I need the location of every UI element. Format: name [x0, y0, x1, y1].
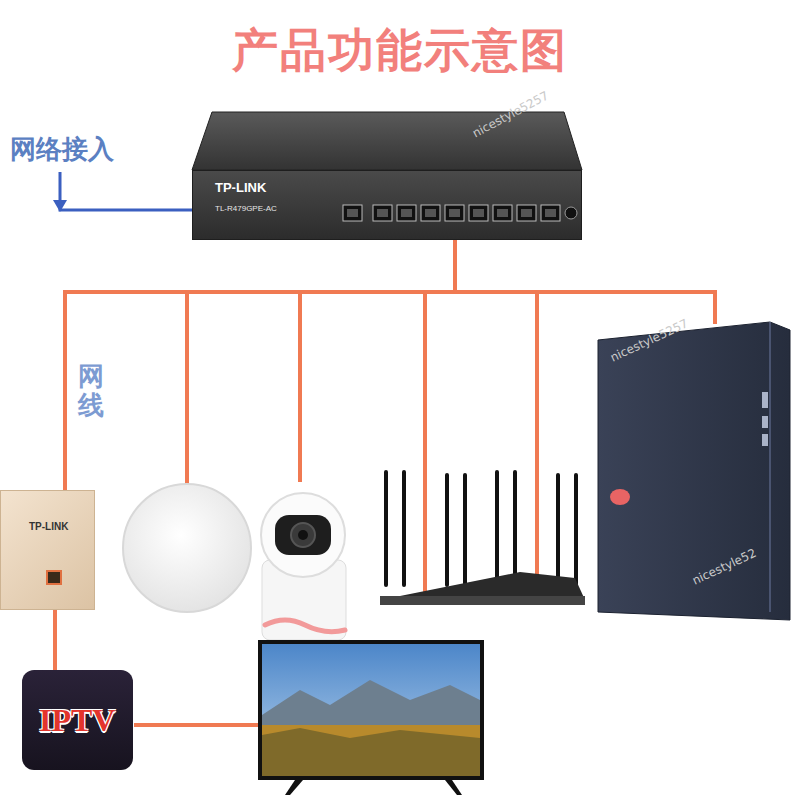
brand-text: TP-LINK: [29, 521, 68, 532]
brand-text: TP-LINK: [215, 180, 266, 195]
cable-connector: [65, 240, 455, 490]
router-top: [192, 112, 582, 170]
cable-label: 网线: [78, 362, 104, 419]
iptv-box: IPTV: [22, 670, 133, 770]
router-front-panel: TP-LINK TL-R479GPE-AC: [192, 170, 582, 240]
cable-line: [53, 610, 57, 670]
television: [258, 640, 484, 795]
camera: [261, 493, 346, 640]
wireless-router: [380, 472, 585, 605]
cable-connector: [55, 610, 56, 670]
panel-port: [1, 491, 96, 611]
cable-line: [65, 240, 455, 490]
access-arrowhead: [53, 200, 67, 212]
iptv-text: IPTV: [39, 702, 115, 739]
diagram-title: 产品功能示意图: [232, 20, 568, 82]
model-text: TL-R479GPE-AC: [215, 204, 277, 213]
desktop-pc: [598, 322, 790, 620]
access-label: 网络接入: [10, 132, 114, 167]
ceiling-ap: [123, 484, 251, 612]
panel-ap: TP-LINK: [0, 490, 95, 610]
scribble: [265, 620, 345, 632]
